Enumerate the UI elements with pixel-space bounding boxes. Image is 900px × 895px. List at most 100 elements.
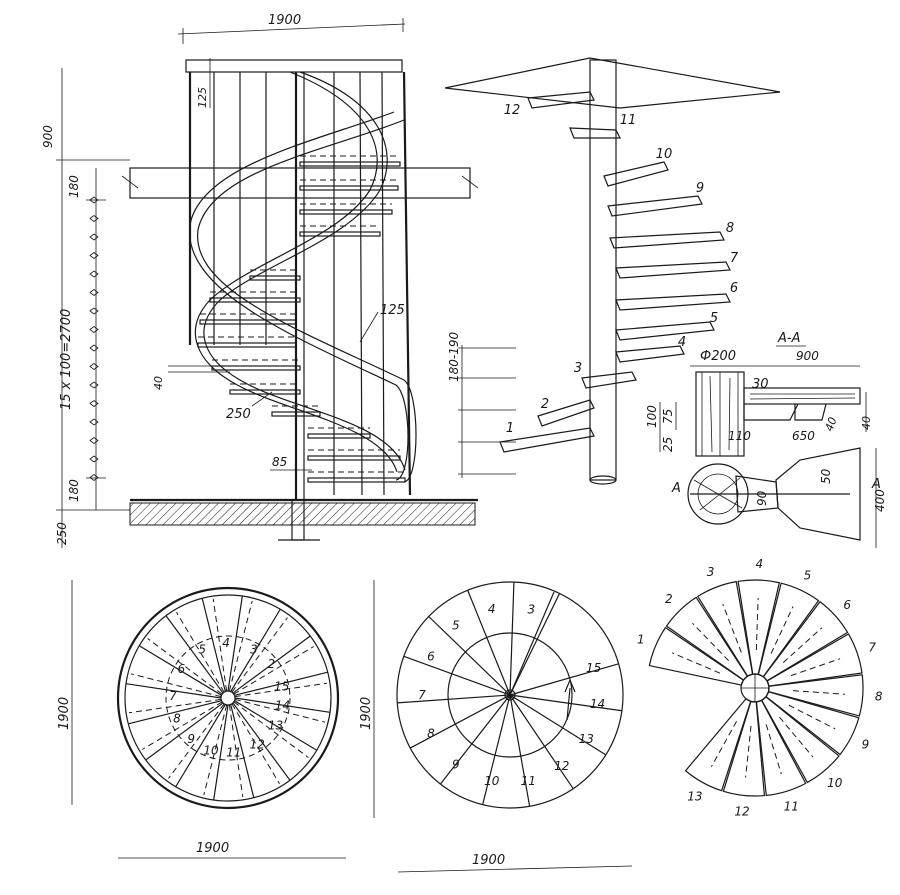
axon-step <box>615 345 685 363</box>
plan-mid-step-line <box>409 694 511 749</box>
plan-mid-step-number: 10 <box>484 774 500 788</box>
axon-step-number: 11 <box>620 113 637 128</box>
height-180-bottom-label: 180 <box>67 479 81 502</box>
fan-treads <box>648 579 864 797</box>
plan-mid-step-number: 11 <box>521 774 536 788</box>
dim-85-label: 85 <box>272 455 287 469</box>
section-75-label: 75 <box>661 409 675 424</box>
rail-125-label: 125 <box>380 303 405 318</box>
fan-tread <box>737 579 781 675</box>
helix-rail-back <box>203 71 406 471</box>
section-tread-plan <box>775 447 861 541</box>
elevation-tread <box>271 411 321 417</box>
elevation-tread <box>209 297 301 303</box>
axon-step-number: 9 <box>696 181 704 196</box>
step-tick <box>89 455 99 463</box>
step-tick <box>89 437 99 444</box>
plan-left-step-number: 13 <box>268 719 283 733</box>
fan-tread <box>684 697 752 792</box>
section-650-label: 650 <box>792 429 815 443</box>
axon-step-number: 7 <box>730 251 739 266</box>
axon-step-number: 3 <box>574 361 582 376</box>
plan-mid-step-line <box>482 694 511 805</box>
plan-left-step-line <box>145 702 224 761</box>
elevation-view: 1900 900 180 15 x 100=2700 180 250 125 <box>41 13 479 548</box>
elevation-tread <box>299 209 393 215</box>
plan-right-step-number: 1 <box>637 633 645 647</box>
riser-ticks <box>458 347 516 475</box>
height-180-top-label: 180 <box>67 175 81 198</box>
elevation-tread <box>299 231 381 237</box>
plan-mid-step-number: 4 <box>488 602 496 616</box>
elevation-tread <box>299 185 399 191</box>
plan-left-step-line <box>234 671 328 696</box>
dim-250-label: 250 <box>226 407 251 422</box>
plan-left-step-line <box>213 704 229 801</box>
plan-left-step-line <box>125 683 222 699</box>
axon-step-number: 12 <box>504 103 521 118</box>
section-40-label: 40 <box>823 415 840 433</box>
plan-right-step-number: 3 <box>707 565 715 579</box>
plan-mid-step-number: 3 <box>527 603 535 617</box>
height-250-base-label: 250 <box>55 522 69 545</box>
plan-left-outer-ring <box>116 586 340 810</box>
plan-left-step-number: 7 <box>169 689 177 703</box>
section-bracket <box>743 403 799 421</box>
step-tick <box>89 344 99 352</box>
elevation-tread <box>299 161 401 167</box>
axon-step-number: 1 <box>506 421 514 436</box>
plan-right-step-number: 13 <box>687 789 702 803</box>
axon-step-number: 8 <box>726 221 734 236</box>
balusters <box>213 71 385 496</box>
plan-mid-step-number: 15 <box>586 661 601 675</box>
plan-left-step-line <box>234 700 318 751</box>
plan-left-step-number: 8 <box>173 712 181 726</box>
elevation-treads <box>197 155 406 483</box>
axon-step-number: 10 <box>656 147 673 162</box>
elevation-tread <box>197 342 297 348</box>
plan-mid-step-number: 9 <box>452 757 460 771</box>
baluster <box>359 71 363 496</box>
plan-mid-step-number: 8 <box>427 727 435 741</box>
step-tick <box>89 474 99 481</box>
plan-left-step-number: 5 <box>198 642 206 656</box>
fan-tread <box>766 633 863 687</box>
section-40b-label: 40 <box>860 416 873 430</box>
plan-mid-step-number: 5 <box>452 619 460 633</box>
elevation-tread <box>211 365 301 371</box>
plan-mid-step-line <box>467 590 511 696</box>
elevation-tread <box>199 319 297 325</box>
right-post <box>402 71 412 496</box>
plan-mid-step-line <box>428 616 511 696</box>
ground-hatch <box>129 502 476 526</box>
plan-mid-arrow <box>564 678 576 721</box>
plan-mid-step-line <box>509 694 607 756</box>
plan-right-step-number: 7 <box>868 641 876 655</box>
plan-left-width-label: 1900 <box>196 841 229 856</box>
fan-tread <box>665 596 749 681</box>
plan-mid-step-line <box>403 655 511 696</box>
axon-step <box>603 161 669 187</box>
plan-right-step-number: 8 <box>875 690 883 704</box>
elevation-tread <box>307 477 406 483</box>
section-phi-label: Ф200 <box>700 349 736 364</box>
section-90-label: 90 <box>755 490 769 506</box>
plan-mid-step-number: 13 <box>579 732 594 746</box>
plan-mid-outer-ring <box>396 581 624 809</box>
plan-left-step-number: 14 <box>275 699 290 713</box>
axon-step <box>537 399 595 427</box>
plan-left-inner-ring <box>165 635 291 761</box>
plan-right-step-number: 9 <box>862 737 870 751</box>
plan-mid-step-line <box>509 582 515 696</box>
plan-left-step-number: 12 <box>250 738 265 752</box>
baluster <box>381 71 385 496</box>
section-100-label: 100 <box>645 405 659 428</box>
plan-mid-step-number: 12 <box>554 759 569 773</box>
plan-mid-step-line <box>509 694 574 790</box>
